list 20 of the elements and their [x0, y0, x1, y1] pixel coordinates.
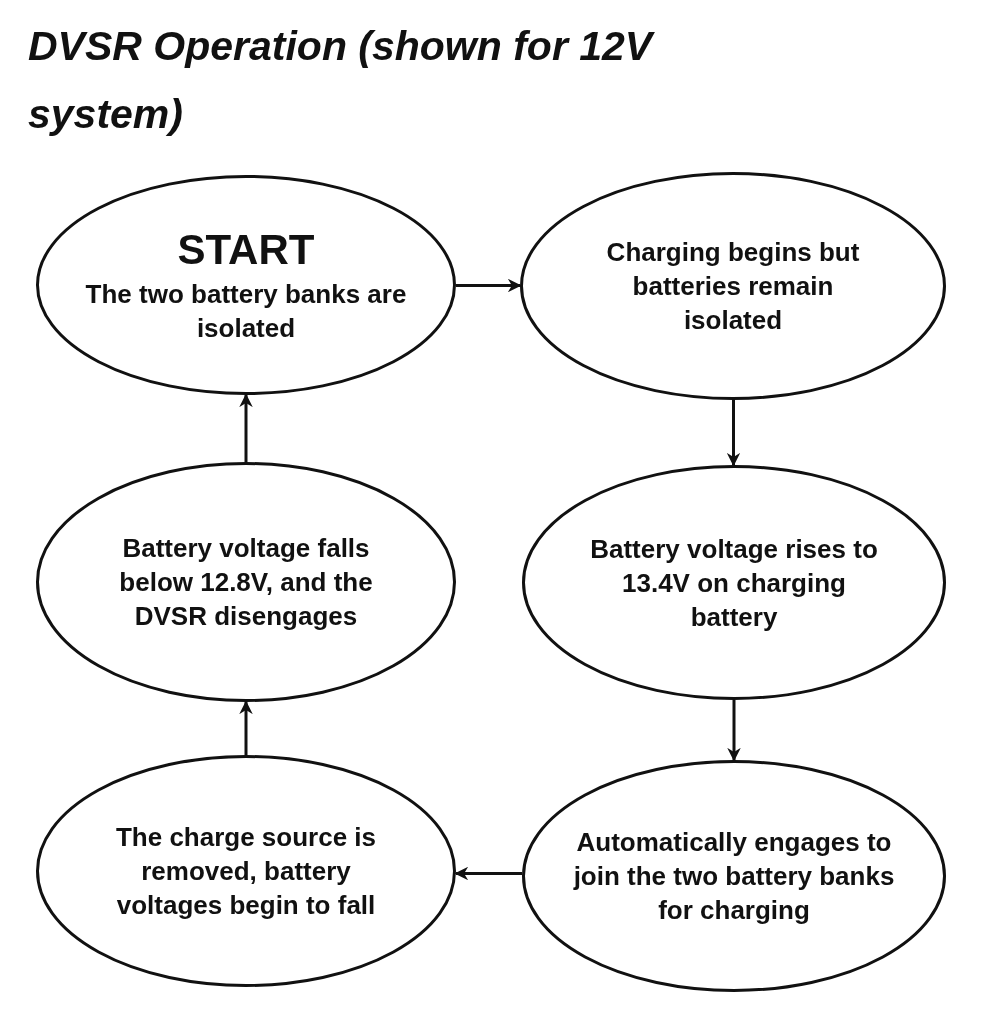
arrow [239, 393, 253, 462]
node-text: Charging begins but batteries remain isolated [605, 236, 861, 337]
ellipse-node [36, 755, 456, 987]
diagram-title: DVSR Operation (shown for 12V system) [28, 22, 656, 139]
ellipse-node [520, 172, 946, 400]
arrow [726, 400, 741, 467]
arrow [456, 278, 522, 293]
arrow [239, 700, 253, 755]
node-text: Battery voltage rises to 13.4V on charging battery [589, 532, 879, 634]
node-text: Automatically engages to join the two battery banks for charging [572, 826, 896, 927]
arrow [454, 866, 522, 881]
arrow [727, 700, 741, 762]
ellipse-node [36, 175, 456, 395]
ellipse-node [522, 465, 946, 700]
node-heading: START [177, 225, 315, 275]
node-text: Battery voltage falls below 12.8V, and the DVSR disengages [118, 532, 374, 633]
ellipse-node [36, 462, 456, 702]
node-text: The two battery banks are isolated [84, 278, 408, 345]
ellipse-node [522, 760, 946, 992]
node-text: The charge source is removed, battery voltages begin to fall [114, 821, 378, 922]
